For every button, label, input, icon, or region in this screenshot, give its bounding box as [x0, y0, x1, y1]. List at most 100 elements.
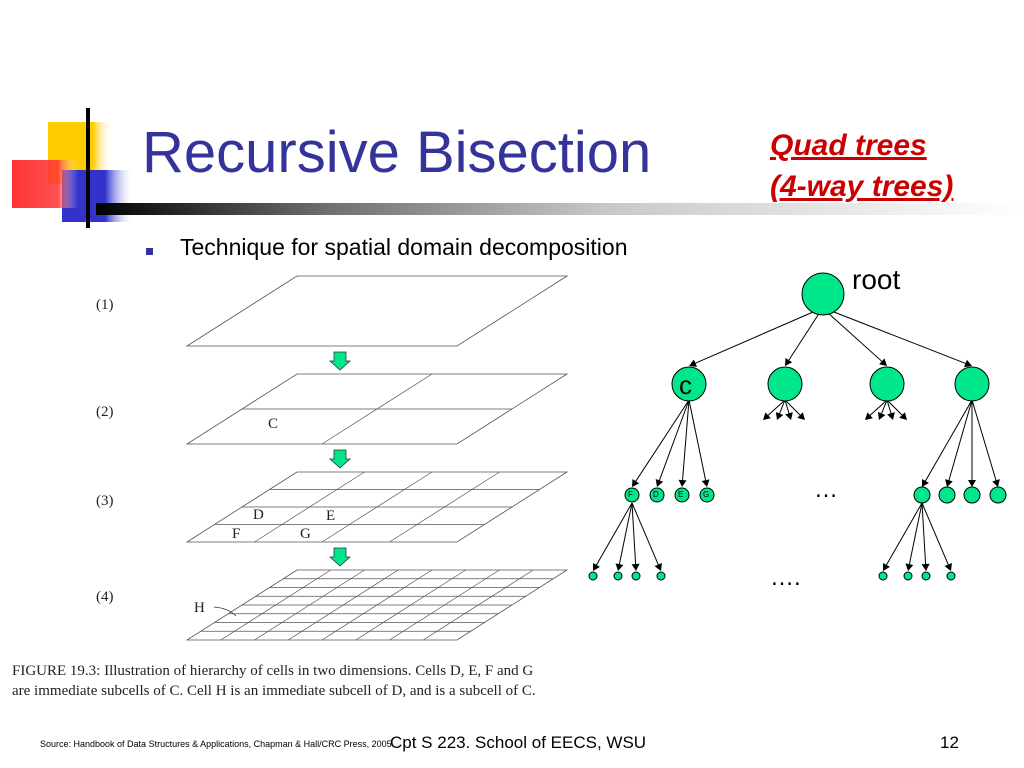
tree-edge-root-2-head	[785, 357, 793, 366]
tree-node-child-2	[767, 366, 803, 402]
cell-label-d: D	[253, 507, 264, 523]
tree-edge-c-1-head	[655, 479, 664, 487]
tree-edge-r-0-head	[922, 478, 929, 487]
stub-edge-0-0-head	[763, 412, 771, 420]
stub-edge-0-1	[778, 399, 786, 417]
grid-line-v	[355, 569, 466, 641]
planes-group	[185, 275, 569, 641]
tree-edge-g-1-head	[905, 563, 914, 571]
grid-line-v	[389, 471, 500, 543]
tree-edge-root-3-head	[879, 358, 887, 366]
tree-node-sub-3	[656, 571, 666, 581]
tree-edge-g-3	[921, 502, 950, 568]
tree-edge-r-3-head	[992, 479, 1000, 487]
figure-caption-line-2: are immediate subcells of C. Cell H is a…	[12, 683, 536, 699]
tree-edge-r-0	[923, 399, 973, 484]
quad-trees-label: Quad trees	[770, 129, 927, 162]
tree-edge-root-2	[786, 311, 821, 363]
tree-node-sub-right-0	[878, 571, 888, 581]
tree-edge-g-2	[921, 502, 927, 567]
tree-edge-g-3-head	[944, 562, 952, 571]
tree-node-child-4	[954, 366, 990, 402]
tree-node-leaf-1	[649, 487, 665, 503]
tree-edge-c-2-head	[678, 479, 687, 487]
stub-edge-1-2-head	[887, 412, 895, 420]
deco-vertical-bar	[86, 108, 90, 228]
stub-edge-0-1-head	[775, 412, 784, 420]
cell-label-f: F	[232, 526, 241, 542]
tree-edge-g-0-head	[883, 562, 890, 571]
tree-node-leaf-0	[624, 487, 640, 503]
stub-edge-1-0-head	[865, 412, 873, 420]
tree-node-right-leaf-1	[938, 486, 956, 504]
plane-1	[185, 275, 569, 347]
tree-node-sub-right-2	[921, 571, 931, 581]
tree-node-sub-1	[613, 571, 623, 581]
tree-edge-g-0	[884, 502, 923, 568]
page-number: 12	[940, 733, 959, 752]
stub-edge-1-0	[867, 399, 888, 418]
tree-node-sub-0	[588, 571, 598, 581]
h-pointer	[213, 606, 237, 617]
tree-node-child-1	[671, 366, 707, 402]
tree-node-sub-2	[631, 571, 641, 581]
tree-edge-f-1	[618, 502, 633, 567]
four-way-trees-label: (4-way trees)	[770, 170, 954, 203]
tree-edge-f-0	[594, 502, 633, 568]
tree-node-right-leaf-2	[963, 486, 981, 504]
source-citation: Source: Handbook of Data Structures & Ap…	[40, 739, 392, 749]
leaf-label-g: G	[703, 490, 710, 499]
deco-red-square	[12, 160, 78, 208]
tree-edge-r-1	[947, 399, 973, 484]
grid-line-v	[389, 569, 500, 641]
cell-label-g: G	[300, 526, 311, 542]
tree-edge-root-4	[833, 311, 969, 365]
tree-edge-f-2	[631, 502, 637, 567]
tree-node-root	[801, 272, 845, 316]
slide-title: Recursive Bisection	[142, 120, 652, 185]
tree-node-right-leaf-0	[913, 486, 931, 504]
stub-edge-0-3-head	[797, 412, 805, 420]
tree-edge-f-3-head	[654, 562, 662, 571]
tree-edge-c-0-head	[632, 478, 640, 487]
down-arrow-icon	[328, 351, 352, 371]
level-label-3: (3)	[96, 493, 114, 509]
tree-edge-f-2-head	[631, 563, 640, 571]
tree-node-sub-right-3	[946, 571, 956, 581]
tree-edge-root-1	[692, 311, 814, 365]
cell-label-e: E	[326, 508, 336, 524]
tree-edge-root-1-head	[689, 359, 698, 367]
tree-edge-c-1	[657, 399, 690, 484]
down-arrow-icon	[328, 547, 352, 567]
stub-edge-1-3-head	[899, 412, 907, 420]
ellipsis-lower: ….	[770, 564, 801, 591]
tree-edge-f-1-head	[615, 563, 624, 571]
tree-edge-r-1-head	[945, 479, 953, 487]
stub-edge-0-3	[784, 399, 803, 418]
tree-edge-f-3	[631, 502, 660, 568]
tree-edge-f-0-head	[593, 562, 600, 571]
level-label-4: (4)	[96, 589, 114, 605]
tree-edge-r-2-head	[968, 480, 976, 487]
tree-edge-g-1	[908, 502, 923, 567]
tree-edge-c-0	[633, 399, 690, 484]
child-c-label: c	[679, 370, 692, 400]
tree-edge-root-3	[826, 311, 885, 364]
title-decoration	[12, 108, 134, 228]
down-arrow-icon	[328, 449, 352, 469]
tree-node-sub-right-1	[903, 571, 913, 581]
leaf-label-d: D	[653, 490, 659, 499]
grid-line-v	[423, 569, 534, 641]
stub-edge-1-1-head	[877, 412, 886, 420]
title-rule	[96, 203, 1024, 215]
bullet-marker	[146, 248, 153, 255]
stub-edge-1-3	[886, 399, 905, 418]
tree-node-right-leaf-3	[989, 486, 1007, 504]
tree-node-child-3	[869, 366, 905, 402]
level-label-1: (1)	[96, 297, 114, 313]
ellipsis-upper: …	[814, 476, 838, 503]
cell-label-h: H	[194, 600, 205, 616]
stub-edge-0-0	[765, 399, 786, 418]
tree-node-leaf-2	[674, 487, 690, 503]
tree-edge-r-3	[971, 399, 998, 484]
